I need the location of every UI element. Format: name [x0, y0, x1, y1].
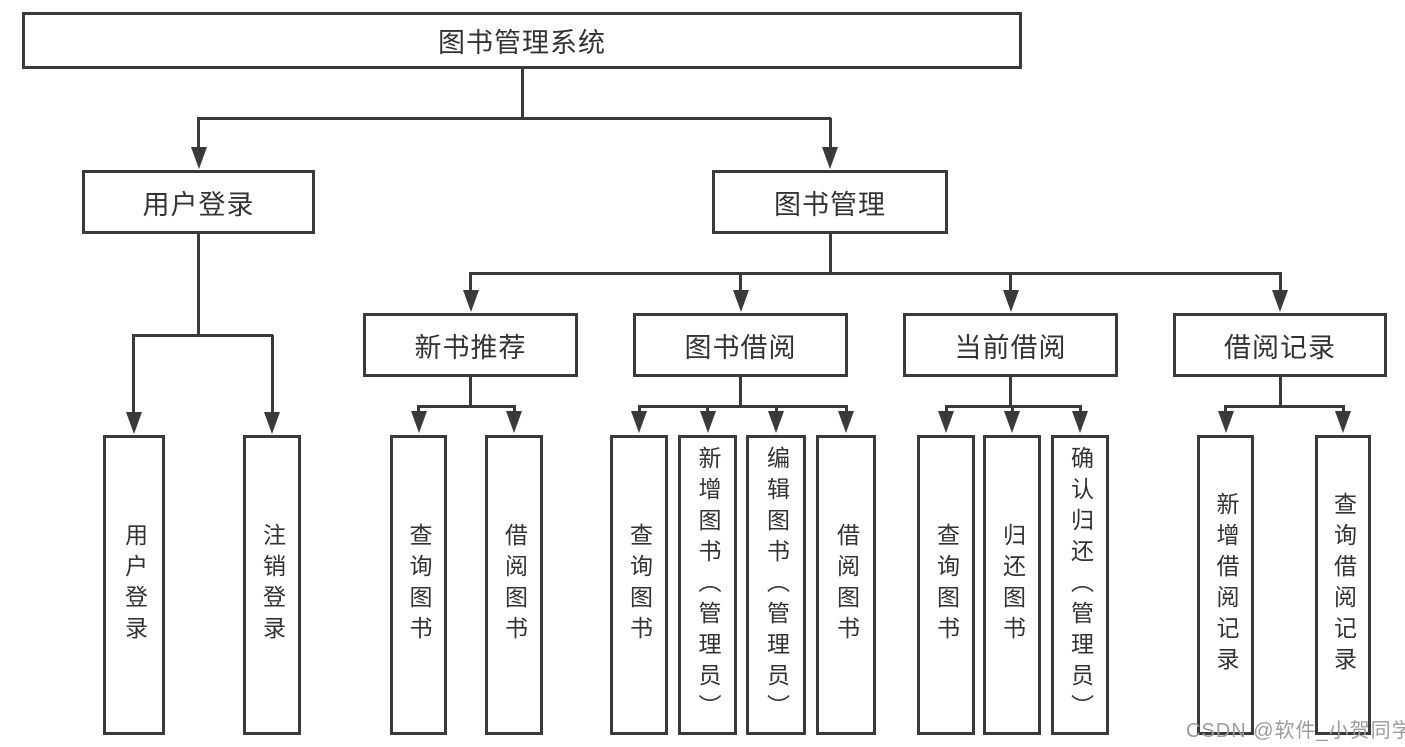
- arrowhead-icon: [1272, 290, 1288, 312]
- connector-line: [417, 404, 516, 408]
- leaf-label: 归还图书: [999, 523, 1026, 647]
- leaf-label: 查询图书: [626, 523, 653, 647]
- arrowhead-icon: [1002, 290, 1019, 312]
- connector-line: [1009, 377, 1012, 407]
- arrowhead-icon: [462, 290, 479, 312]
- node-current-borrowing: 当前借阅: [903, 313, 1118, 377]
- connector-line: [132, 335, 135, 414]
- connector-line: [132, 333, 273, 337]
- leaf-borrow-books: 借阅图书: [816, 435, 876, 735]
- connector-line: [270, 335, 274, 414]
- leaf-label: 查询图书: [406, 523, 432, 647]
- connector-line: [1224, 404, 1345, 408]
- connector-line: [774, 406, 778, 415]
- connector-line: [512, 406, 516, 415]
- node-label: 当前借阅: [954, 332, 1067, 363]
- leaf-label: 查询图书: [933, 523, 960, 647]
- leaf-label: 用户登录: [121, 523, 148, 647]
- node-book-borrowing: 图书借阅: [633, 313, 848, 377]
- node-borrowing-records: 借阅记录: [1173, 313, 1387, 377]
- node-book-management: 图书管理: [712, 170, 948, 234]
- connector-line: [1278, 377, 1282, 407]
- connector-line: [1341, 406, 1345, 415]
- node-label: 图书借阅: [684, 332, 797, 363]
- node-new-book-recommendation: 新书推荐: [363, 313, 578, 377]
- leaf-label: 新增图书（管理员）: [695, 445, 721, 725]
- connector-line: [1009, 273, 1012, 293]
- leaf-user-login: 用户登录: [103, 435, 165, 735]
- connector-line: [944, 406, 948, 415]
- node-label: 借阅记录: [1224, 332, 1336, 363]
- connector-line: [637, 404, 848, 408]
- leaf-query-books-recommend: 查询图书: [390, 435, 447, 735]
- arrowhead-icon: [125, 412, 142, 434]
- leaf-edit-books-admin: 编辑图书（管理员）: [746, 435, 806, 735]
- node-label: 图书管理: [774, 189, 886, 220]
- leaf-label: 确认归还（管理员）: [1067, 445, 1094, 725]
- arrowhead-icon: [1217, 411, 1234, 433]
- connector-line: [197, 234, 200, 336]
- arrowhead-icon: [631, 411, 647, 433]
- connector-line: [1224, 406, 1227, 415]
- connector-line: [739, 273, 742, 293]
- arrowhead-icon: [768, 411, 784, 433]
- node-label: 用户登录: [142, 189, 255, 220]
- leaf-query-borrow-record: 查询借阅记录: [1315, 435, 1371, 735]
- connector-line: [844, 406, 848, 415]
- node-user-login: 用户登录: [82, 170, 315, 234]
- csdn-watermark: CSDN @软件_小贺同学: [1186, 720, 1405, 742]
- leaf-label: 新增借阅记录: [1213, 492, 1239, 678]
- node-library-management-system: 图书管理系统: [22, 12, 1022, 69]
- arrowhead-icon: [732, 290, 749, 312]
- connector-line: [706, 406, 709, 415]
- connector-line: [739, 377, 742, 407]
- arrowhead-icon: [838, 411, 854, 433]
- arrowhead-icon: [699, 411, 716, 433]
- connector-line: [197, 118, 200, 150]
- connector-line: [417, 406, 420, 415]
- connector-line: [1010, 406, 1014, 415]
- leaf-query-books-current: 查询图书: [917, 435, 975, 735]
- connector-line: [469, 377, 472, 407]
- arrowhead-icon: [938, 411, 954, 433]
- connector-line: [828, 118, 832, 150]
- leaf-label: 借阅图书: [833, 523, 860, 647]
- leaf-return-books: 归还图书: [983, 435, 1041, 735]
- connector-line: [1278, 273, 1282, 293]
- leaf-label: 借阅图书: [501, 523, 528, 647]
- leaf-label: 注销登录: [259, 523, 286, 647]
- leaf-query-books-borrow: 查询图书: [610, 435, 668, 735]
- arrowhead-icon: [506, 411, 522, 433]
- arrowhead-icon: [410, 411, 427, 433]
- connector-line: [828, 234, 832, 274]
- leaf-logout-login: 注销登录: [243, 435, 301, 735]
- arrowhead-icon: [190, 147, 207, 169]
- connector-line: [637, 406, 641, 415]
- connector-line: [197, 116, 831, 120]
- leaf-label: 查询借阅记录: [1330, 492, 1357, 678]
- leaf-label: 编辑图书（管理员）: [763, 445, 790, 725]
- leaf-borrow-books-recommend: 借阅图书: [485, 435, 543, 735]
- connector-line: [469, 271, 1282, 275]
- arrowhead-icon: [1335, 411, 1351, 433]
- connector-line: [469, 273, 472, 293]
- node-label: 图书管理系统: [438, 28, 606, 58]
- leaf-add-books-admin: 新增图书（管理员）: [678, 435, 737, 735]
- arrowhead-icon: [264, 412, 280, 434]
- node-label: 新书推荐: [414, 332, 527, 363]
- leaf-add-borrow-record: 新增借阅记录: [1197, 435, 1254, 735]
- arrowhead-icon: [822, 147, 838, 169]
- connector-line: [520, 69, 524, 119]
- arrowhead-icon: [1072, 411, 1088, 433]
- leaf-confirm-return-admin: 确认归还（管理员）: [1051, 435, 1109, 735]
- arrowhead-icon: [1004, 411, 1020, 433]
- connector-line: [1078, 406, 1082, 415]
